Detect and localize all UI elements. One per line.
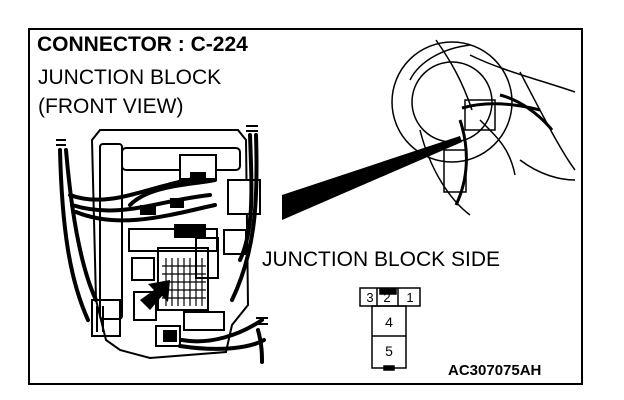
location-label-line1: JUNCTION BLOCK [38, 66, 222, 89]
diagram-frame [28, 28, 583, 385]
vehicle-harness [454, 93, 554, 206]
pointer-arrow [140, 280, 170, 310]
location-label-line2: (FRONT VIEW) [38, 95, 184, 118]
pin-1-label: 1 [406, 290, 414, 305]
vehicle-location-sketch [391, 39, 576, 216]
connector-title: CONNECTOR : C-224 [37, 33, 248, 56]
pin-5-label: 5 [385, 343, 393, 359]
connector-highlights [140, 172, 206, 342]
leader-wedge [282, 136, 462, 220]
junction-block-side-label: JUNCTION BLOCK SIDE [262, 248, 501, 271]
pin-connector-face [359, 287, 421, 371]
pin-4-label: 4 [385, 314, 393, 330]
wire-harnesses [58, 133, 266, 364]
pin-2-label: 2 [383, 290, 391, 305]
figure-code: AC307075AH [448, 362, 542, 379]
junction-block-illustration [90, 129, 261, 360]
pin-3-label: 3 [366, 290, 374, 305]
harness-tick-marks [56, 125, 268, 325]
